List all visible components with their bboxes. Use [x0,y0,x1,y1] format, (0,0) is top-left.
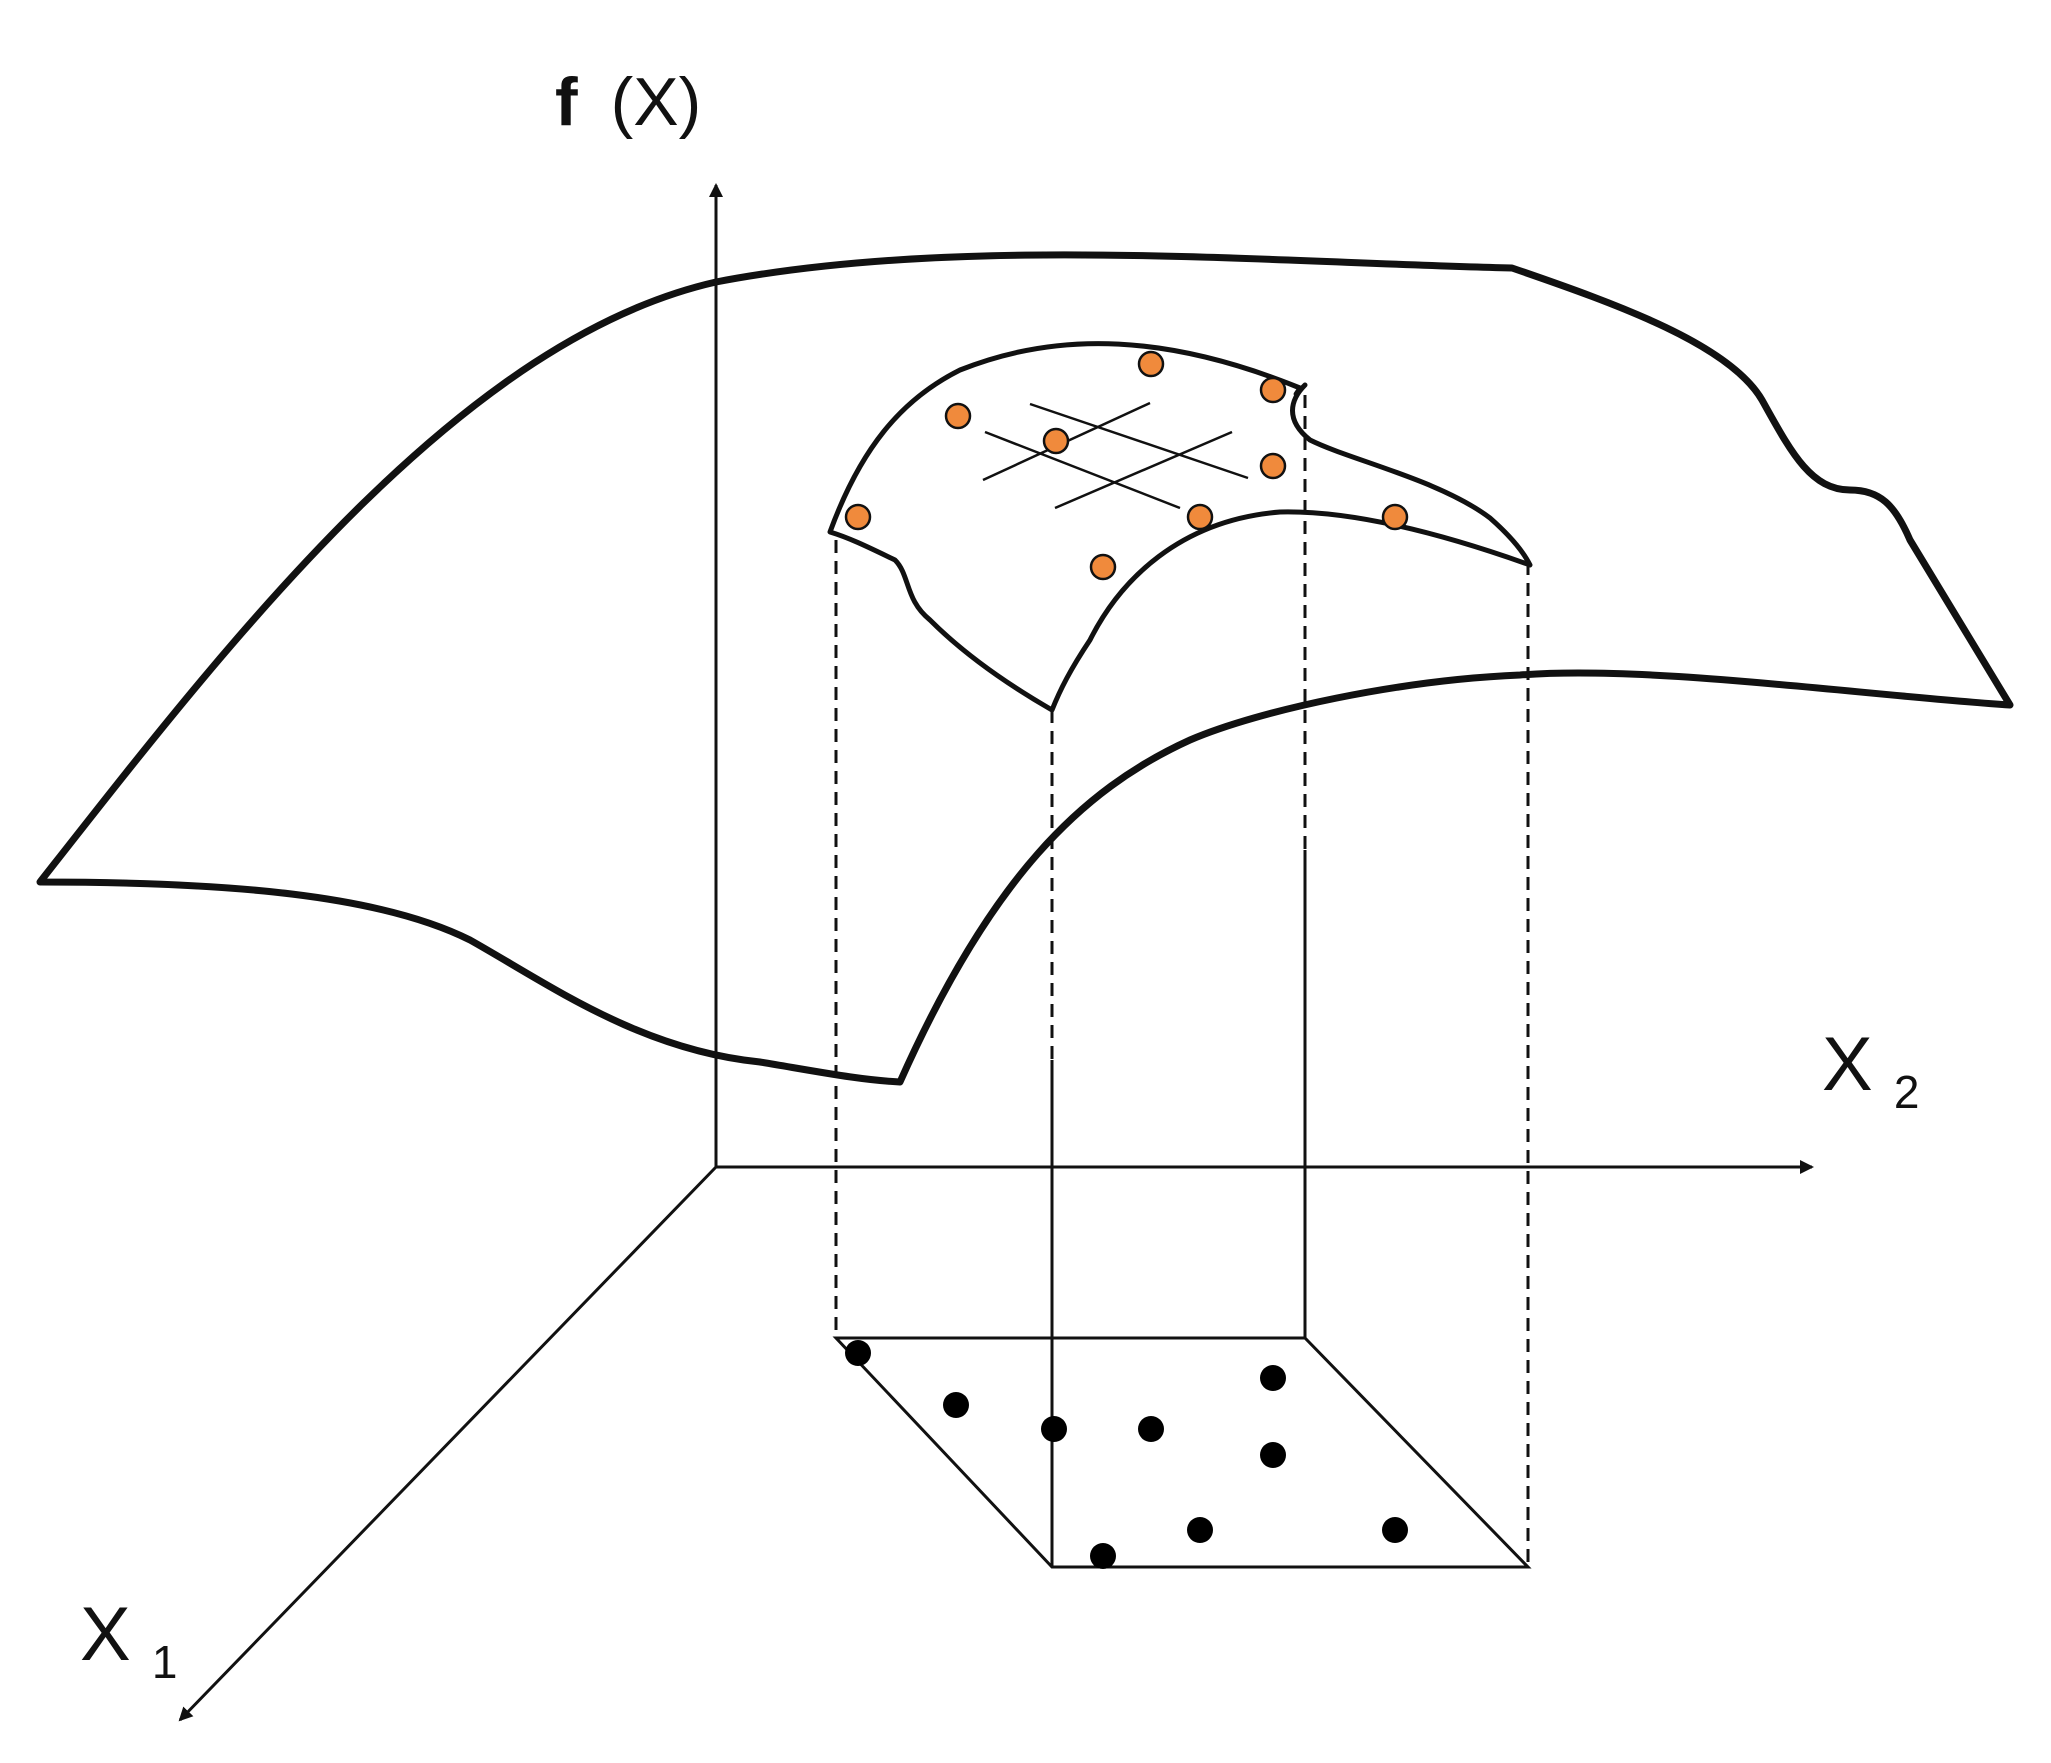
sample-points-projected [845,1340,1408,1569]
x1-axis-label-main: X [80,1592,131,1677]
sample-point [1137,350,1165,378]
sample-point [1186,503,1214,531]
sample-point [844,503,872,531]
projected-point [943,1392,969,1418]
grid-line [1029,402,1249,480]
projected-point [1138,1416,1164,1442]
sample-point [944,402,972,430]
x2-axis-label-sub: 2 [1894,1066,1920,1118]
axes [178,183,1814,1722]
projected-point [1090,1543,1116,1569]
grid-line [984,430,1181,510]
large-surface [36,251,2014,1086]
x1-axis-label-sub: 1 [152,1636,178,1688]
f-axis-label: f (X) [555,64,701,140]
sample-points-surface [844,350,1409,581]
sample-point [1042,427,1070,455]
projected-point [1187,1517,1213,1543]
sample-point [1089,553,1117,581]
projection-lines [834,395,1530,1567]
local-grid [982,401,1249,510]
axis-labels: f (X) X 2 X 1 [80,64,1919,1688]
projected-point [845,1340,871,1366]
x2-axis-label: X 2 [1822,1022,1919,1118]
projected-point [1260,1442,1286,1468]
sample-point [1381,503,1409,531]
sample-point [1259,452,1287,480]
projected-point [1382,1517,1408,1543]
sample-point [1259,376,1287,404]
f-axis-label-arg: (X) [611,64,702,140]
grid-line [1054,430,1233,510]
x1-axis-label: X 1 [80,1592,177,1688]
projected-region [832,1336,1532,1569]
projected-point [1260,1365,1286,1391]
projected-point [1041,1416,1067,1442]
f-axis-label-main: f [555,64,578,140]
x2-axis-label-main: X [1822,1022,1873,1107]
local-surface-patch [827,341,1533,713]
x1-axis-line [178,1165,718,1722]
